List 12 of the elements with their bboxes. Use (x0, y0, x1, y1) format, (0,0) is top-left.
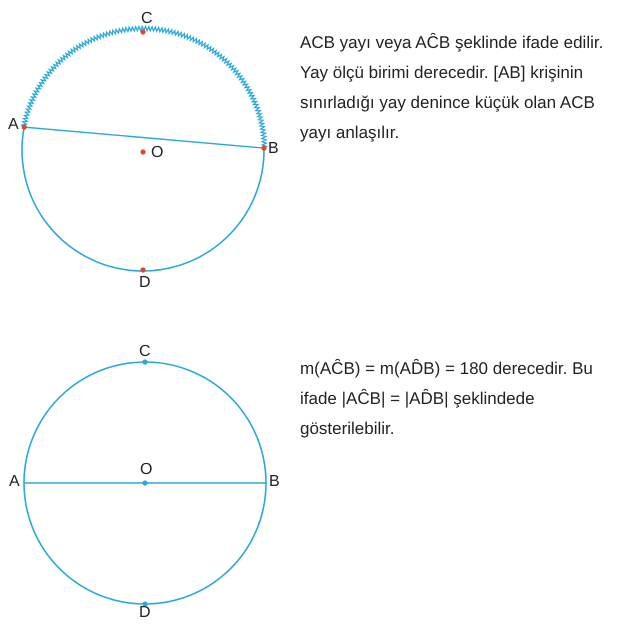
explanation-text: m(AC̑B) = m(AD̑B) = 180 derecedir. Bu ifade |AC̑B| = |AD̑B| şeklindede gösterilebilir. (300, 358, 594, 440)
point-label: B (268, 140, 279, 158)
point-label: A (8, 116, 19, 134)
point-label: D (139, 274, 151, 292)
point-label: O (140, 461, 152, 479)
point-label: O (151, 144, 164, 162)
point-label: B (269, 473, 280, 491)
point-label: A (9, 473, 20, 491)
point-label: C (141, 10, 153, 28)
point-label: D (139, 604, 151, 622)
point-label: C (139, 343, 151, 361)
explanation-text: ACB yayı veya AC̑B şeklinde ifade edilir. Yay ölçü birimi derecedir. [AB] krişinin sınırladığı yay denince küçük olan ACB yayı anlaşılır. (300, 32, 604, 144)
